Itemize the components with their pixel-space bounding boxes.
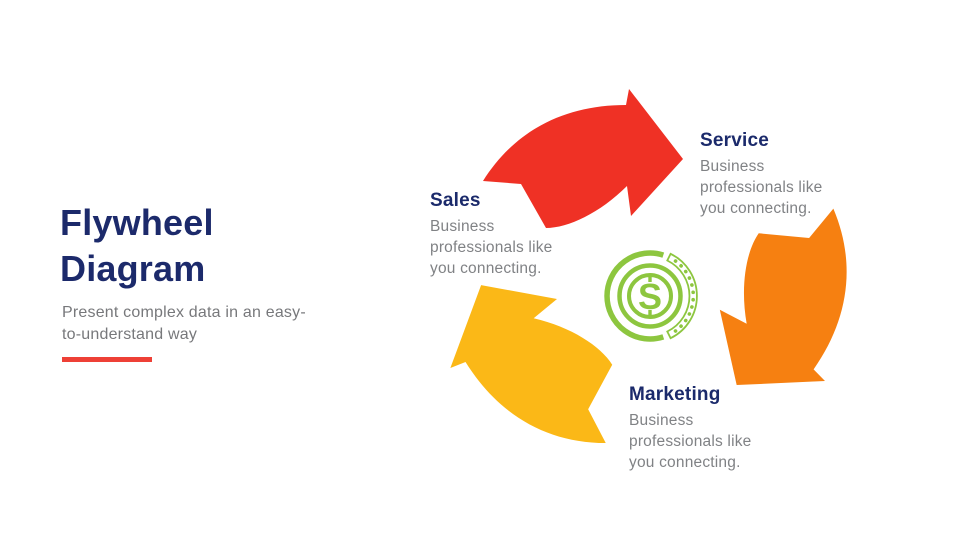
node-marketing: Marketing Business professionals like yo… <box>629 384 769 473</box>
curved-arrow-bottom-left-icon <box>421 248 646 492</box>
node-marketing-title: Marketing <box>629 384 721 405</box>
node-service-title: Service <box>700 130 770 151</box>
page-subtitle-line-1: Present complex data in an easy- <box>62 304 306 321</box>
coin-edge-band <box>666 252 698 340</box>
node-sales: Sales Business professionals like you co… <box>430 190 570 279</box>
page-title-line-2: Diagram <box>60 248 206 289</box>
coin-middle-ring <box>617 263 683 329</box>
node-service: Service Business professionals like you … <box>700 130 840 219</box>
coin-outer-ring <box>604 250 665 342</box>
page-title: Flywheel Diagram <box>60 200 214 292</box>
coin-inner-ring <box>627 273 673 319</box>
node-marketing-description: Business professionals like you connecti… <box>629 412 752 471</box>
dollar-symbol: S <box>638 276 662 317</box>
node-sales-title: Sales <box>430 190 481 211</box>
node-sales-description: Business professionals like you connecti… <box>430 218 553 277</box>
page-title-line-1: Flywheel <box>60 202 214 243</box>
accent-bar <box>62 357 152 362</box>
node-service-description: Business professionals like you connecti… <box>700 158 823 217</box>
dollar-coin-icon: S <box>604 250 698 342</box>
page-subtitle-line-2: to-understand way <box>62 326 198 343</box>
page-subtitle: Present complex data in an easy- to-unde… <box>62 302 306 346</box>
